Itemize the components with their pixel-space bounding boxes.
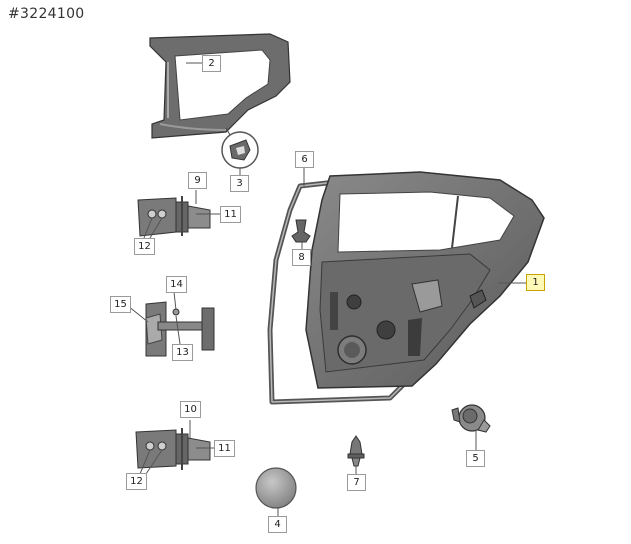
side-panel-part (149, 33, 291, 139)
callout-15[interactable]: 15 (110, 296, 131, 313)
callout-11-lower[interactable]: 11 (214, 440, 235, 457)
callout-1[interactable]: 1 (526, 274, 545, 291)
callout-9[interactable]: 9 (188, 172, 207, 189)
rear-door-part (305, 171, 545, 389)
callout-7[interactable]: 7 (347, 474, 366, 491)
callout-8[interactable]: 8 (292, 249, 311, 266)
leader-lines (127, 62, 528, 516)
callout-6[interactable]: 6 (295, 151, 314, 168)
callout-10[interactable]: 10 (180, 401, 201, 418)
callout-3[interactable]: 3 (230, 175, 249, 192)
callout-2[interactable]: 2 (202, 55, 221, 72)
callout-4[interactable]: 4 (268, 516, 287, 533)
callout-12-upper[interactable]: 12 (134, 238, 155, 255)
callout-14[interactable]: 14 (166, 276, 187, 293)
lower-hinge-part (135, 428, 211, 470)
detail-circle-part (221, 127, 259, 169)
upper-hinge-part (137, 196, 211, 237)
callout-12-lower[interactable]: 12 (126, 473, 147, 490)
cap-part (255, 467, 297, 509)
callout-5[interactable]: 5 (466, 450, 485, 467)
grommet-part (451, 404, 491, 433)
door-check-part (145, 301, 215, 357)
callout-13[interactable]: 13 (172, 344, 193, 361)
callout-11-upper[interactable]: 11 (220, 206, 241, 223)
fastener-part (347, 435, 365, 467)
diagram-number: #3224100 (8, 6, 85, 22)
clip-part (291, 219, 311, 243)
